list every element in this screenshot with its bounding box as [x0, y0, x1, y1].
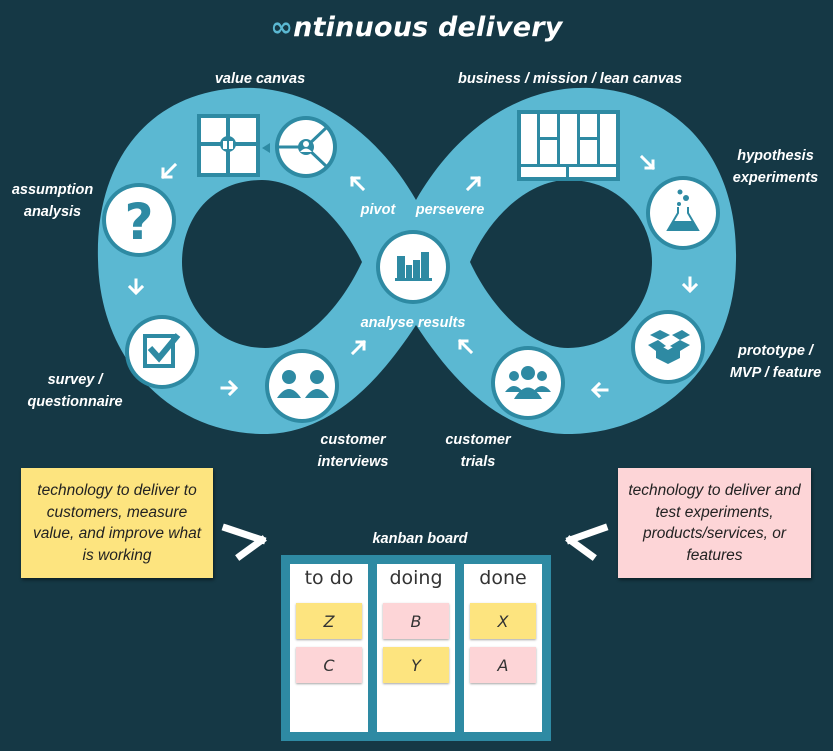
arrow-down-icon	[127, 278, 145, 296]
label-line: experiments	[732, 170, 819, 186]
label-hypothesis: hypothesis experiments	[718, 145, 833, 189]
arrow-up-left-icon	[457, 338, 474, 355]
kanban-title: kanban board	[372, 531, 468, 547]
box-icon[interactable]	[631, 310, 705, 384]
kanban-card[interactable]: Y	[382, 647, 450, 683]
label-customer-trials: customer trials	[428, 429, 528, 473]
label-customer-interviews: customer interviews	[303, 429, 403, 473]
label-line: trials	[460, 454, 496, 470]
arrow-down-icon	[681, 276, 699, 294]
column-header: doing	[389, 567, 443, 589]
note-right: technology to deliver and test experimen…	[618, 468, 811, 578]
arrow-up-right-icon	[465, 175, 482, 192]
arrow-right-icon	[220, 379, 239, 397]
infinity-icon: ∞	[270, 12, 294, 43]
loop-hole-left	[182, 180, 362, 348]
kanban-card[interactable]: Z	[295, 603, 363, 639]
diagram-title: ∞ntinuous delivery	[0, 12, 833, 43]
arrow-down-right-icon	[639, 154, 656, 171]
kanban-column-todo: to do Z C	[290, 564, 368, 732]
lean-canvas-icon[interactable]	[517, 110, 620, 181]
arrow-left-icon	[590, 381, 609, 399]
big-arrow-right-icon	[221, 523, 267, 561]
label-business-canvas: business / mission / lean canvas	[457, 71, 683, 87]
kanban-column-doing: doing B Y	[377, 564, 455, 732]
bar-chart-icon[interactable]	[376, 230, 450, 304]
flask-icon[interactable]	[646, 176, 720, 250]
checkbox-icon[interactable]	[125, 315, 199, 389]
label-line: prototype /	[738, 343, 813, 359]
big-arrow-left-icon	[565, 523, 609, 561]
label-pivot: pivot	[360, 202, 396, 218]
kanban-board: to do Z C doing B Y done X A	[281, 555, 551, 741]
customer-profile-icon[interactable]	[275, 116, 337, 178]
label-assumption: assumption analysis	[0, 179, 105, 223]
title-text: ntinuous delivery	[293, 12, 563, 43]
column-header: to do	[304, 567, 354, 589]
kanban-column-done: done X A	[464, 564, 542, 732]
kanban-card[interactable]: C	[295, 647, 363, 683]
label-line: customer	[445, 432, 511, 448]
label-persevere: persevere	[415, 202, 485, 218]
kanban-card[interactable]: X	[469, 603, 537, 639]
label-line: survey /	[47, 372, 103, 388]
svg-text:?: ?	[124, 193, 153, 251]
label-line: hypothesis	[737, 148, 814, 164]
arrow-up-right-icon	[350, 339, 367, 356]
label-line: analysis	[23, 204, 82, 220]
label-line: assumption	[11, 182, 94, 198]
kanban-card[interactable]: A	[469, 647, 537, 683]
kanban-card[interactable]: B	[382, 603, 450, 639]
value-proposition-canvas-icon[interactable]	[197, 114, 270, 177]
label-line: MVP / feature	[729, 365, 822, 381]
label-value-canvas: value canvas	[214, 71, 306, 87]
label-survey: survey / questionnaire	[20, 369, 130, 413]
label-analyse-results: analyse results	[360, 315, 466, 331]
group-icon[interactable]	[491, 346, 565, 420]
question-icon[interactable]: ?	[102, 183, 176, 257]
label-prototype: prototype / MVP / feature	[718, 340, 833, 384]
two-people-icon[interactable]	[265, 349, 339, 423]
arrow-up-left-icon	[349, 175, 366, 192]
label-line: customer	[320, 432, 386, 448]
arrow-down-left-icon	[160, 162, 178, 180]
note-left: technology to deliver to customers, meas…	[21, 468, 213, 578]
label-line: questionnaire	[27, 394, 123, 410]
loop-hole-right	[470, 180, 652, 348]
label-line: interviews	[317, 454, 389, 470]
column-header: done	[479, 567, 527, 589]
